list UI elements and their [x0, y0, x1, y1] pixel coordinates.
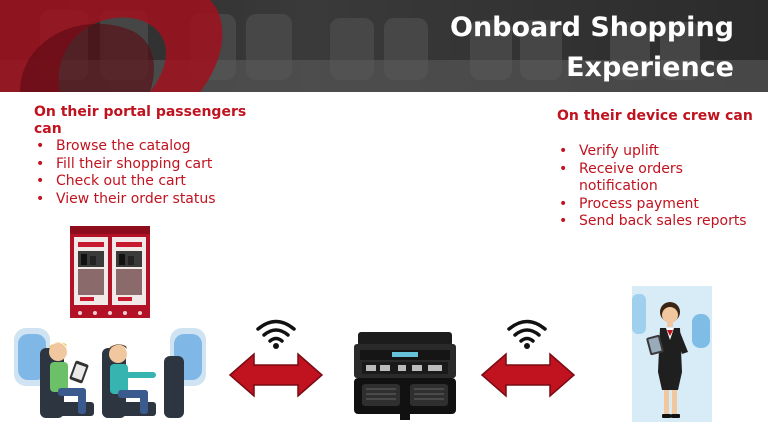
- passenger-capabilities: On their portal passengers can Browse th…: [34, 104, 264, 208]
- cabin-seats-background: [0, 0, 768, 92]
- crew-capabilities: On their device crew can Verify uplift R…: [557, 108, 757, 231]
- list-item: View their order status: [34, 191, 264, 209]
- server-device-illustration: [354, 332, 456, 420]
- wifi-icon: [256, 319, 296, 349]
- passenger-list: Browse the catalog Fill their shopping c…: [34, 138, 264, 208]
- double-arrow-icon: [480, 352, 576, 398]
- list-item: Check out the cart: [34, 173, 264, 191]
- slide-title-line-1: Onboard Shopping: [450, 12, 734, 43]
- passenger-heading: On their portal passengers can: [34, 104, 247, 137]
- double-arrow-icon: [228, 352, 324, 398]
- slide-title-line-2: Experience: [566, 52, 734, 83]
- crew-heading: On their device crew can: [557, 108, 753, 124]
- list-item: Verify uplift: [557, 143, 757, 161]
- list-item: Send back sales reports: [557, 213, 757, 231]
- header-banner: Onboard Shopping Experience: [0, 0, 768, 92]
- list-item: Browse the catalog: [34, 138, 264, 156]
- flight-attendant-illustration: [632, 286, 712, 422]
- phone-app-illustration: [70, 226, 150, 318]
- passengers-illustration: [14, 328, 206, 418]
- list-item: Process payment: [557, 196, 757, 214]
- list-item: Fill their shopping cart: [34, 156, 264, 174]
- slide-title: Onboard Shopping Experience: [414, 8, 734, 88]
- wifi-icon: [507, 319, 547, 349]
- list-item: Receive orders notification: [557, 161, 757, 196]
- crew-list: Verify uplift Receive orders notificatio…: [557, 143, 757, 231]
